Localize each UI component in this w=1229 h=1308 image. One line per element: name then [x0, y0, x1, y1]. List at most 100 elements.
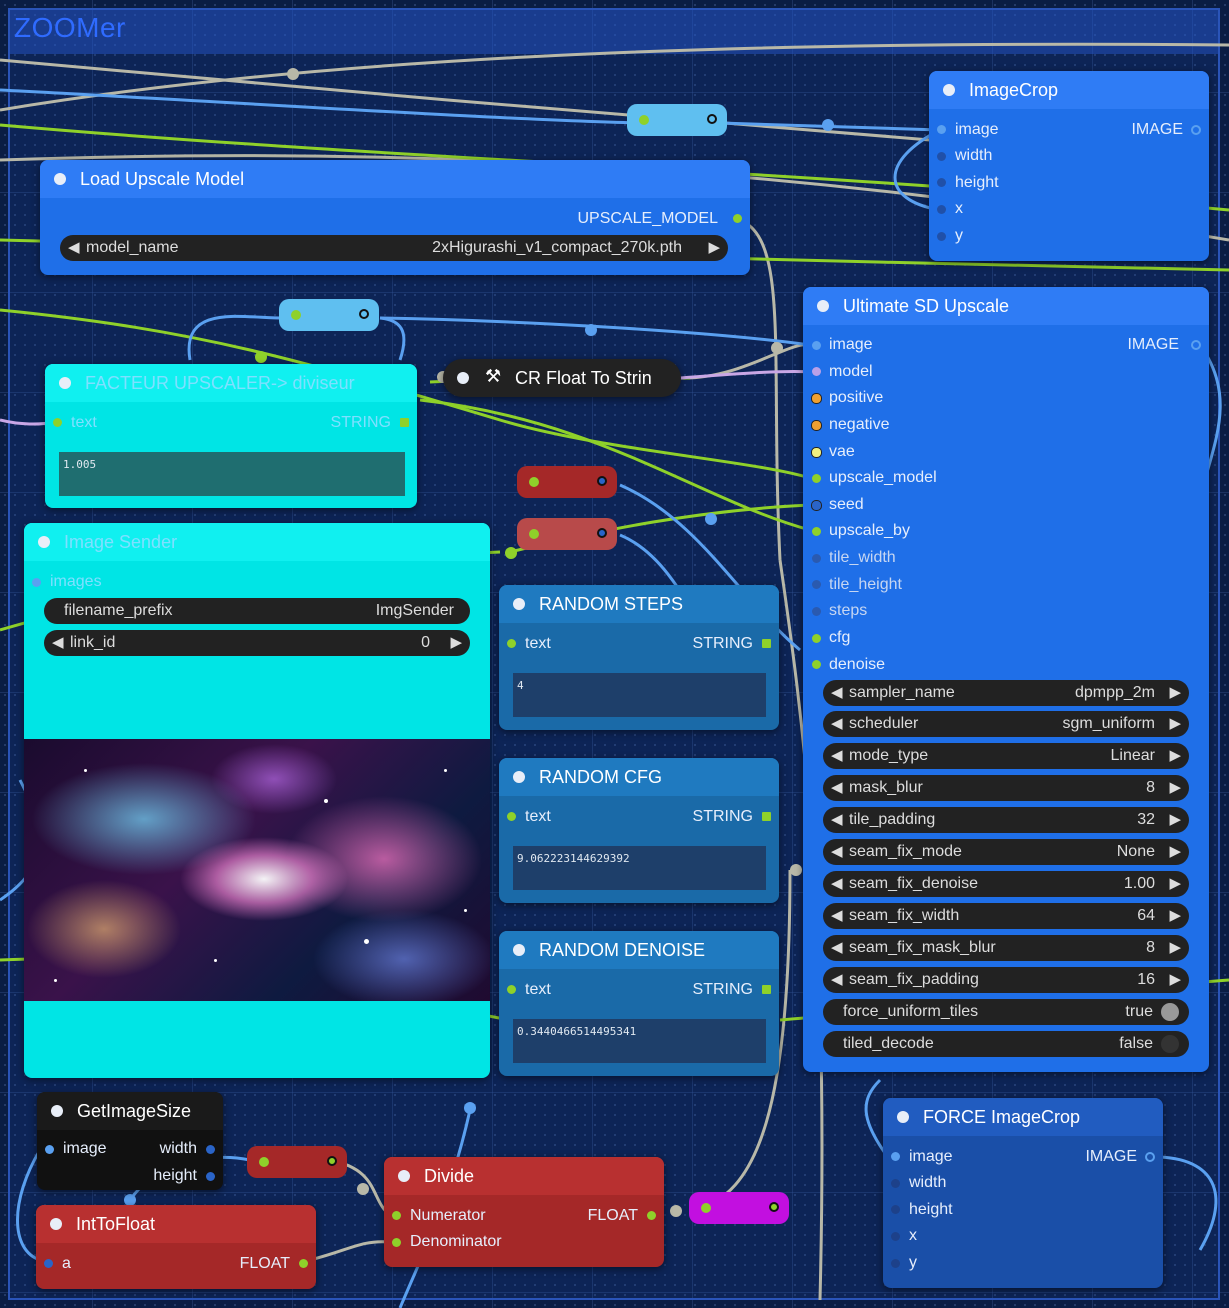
reroute-node[interactable]: [689, 1192, 789, 1224]
grid-icon[interactable]: [762, 639, 771, 648]
combo-right-arrow-icon[interactable]: ▶: [1169, 747, 1181, 764]
stepper-right-arrow-icon[interactable]: ▶: [1169, 907, 1181, 924]
stepper-right-arrow-icon[interactable]: ▶: [450, 634, 462, 651]
reroute-output-dot[interactable]: [359, 309, 369, 319]
reroute-node[interactable]: [517, 518, 617, 550]
reroute-node[interactable]: [627, 104, 727, 136]
node-random-denoise[interactable]: RANDOM DENOISE text STRING 0.34404665144…: [499, 931, 779, 1076]
text-value-box[interactable]: 9.062223144629392: [513, 846, 766, 890]
combo-left-arrow-icon[interactable]: ◀: [831, 843, 843, 860]
input-slot-dot[interactable]: [392, 1238, 401, 1247]
force-uniform-tiles-toggle[interactable]: force_uniform_tiles true: [823, 999, 1189, 1025]
node-title-bar[interactable]: RANDOM DENOISE: [499, 931, 779, 969]
toggle-knob[interactable]: [1161, 1035, 1179, 1053]
node-image-crop[interactable]: ImageCrop image width height x y IMAGE: [929, 71, 1209, 261]
node-title-bar[interactable]: ImageCrop: [929, 71, 1209, 109]
node-int-to-float[interactable]: IntToFloat a FLOAT: [36, 1205, 316, 1289]
stepper-left-arrow-icon[interactable]: ◀: [831, 875, 843, 892]
seam-fix-mode-combo[interactable]: ◀ seam_fix_mode None ▶: [823, 839, 1189, 865]
output-slot-dot[interactable]: [206, 1145, 215, 1154]
mode-type-combo[interactable]: ◀ mode_type Linear ▶: [823, 743, 1189, 769]
seam-fix-padding-stepper[interactable]: ◀ seam_fix_padding 16 ▶: [823, 967, 1189, 993]
node-random-steps[interactable]: RANDOM STEPS text STRING 4: [499, 585, 779, 730]
stepper-left-arrow-icon[interactable]: ◀: [52, 634, 64, 651]
input-slot-dot[interactable]: [812, 474, 821, 483]
output-slot-dot[interactable]: [1145, 1152, 1155, 1162]
input-slot-dot[interactable]: [507, 812, 516, 821]
input-slot-dot[interactable]: [937, 178, 946, 187]
reroute-input-dot[interactable]: [291, 310, 301, 320]
node-divide[interactable]: Divide Numerator Denominator FLOAT: [384, 1157, 664, 1267]
stepper-right-arrow-icon[interactable]: ▶: [1169, 875, 1181, 892]
reroute-output-dot[interactable]: [769, 1202, 779, 1212]
node-title-bar[interactable]: Image Sender: [24, 523, 490, 561]
input-slot-dot[interactable]: [811, 500, 822, 511]
output-slot-dot[interactable]: [1191, 340, 1201, 350]
node-cr-float-to-string[interactable]: ⚒ CR Float To Strin: [443, 359, 681, 397]
node-facteur-upscaler[interactable]: FACTEUR UPSCALER-> diviseur text STRING …: [45, 364, 417, 508]
input-slot-dot[interactable]: [812, 554, 821, 563]
stepper-left-arrow-icon[interactable]: ◀: [831, 779, 843, 796]
collapse-dot[interactable]: [943, 84, 955, 96]
input-slot-dot[interactable]: [53, 418, 62, 427]
tile-padding-stepper[interactable]: ◀ tile_padding 32 ▶: [823, 807, 1189, 833]
text-value-box[interactable]: 4: [513, 673, 766, 717]
node-image-sender[interactable]: Image Sender images filename_prefix ImgS…: [24, 523, 490, 1078]
reroute-output-dot[interactable]: [327, 1156, 337, 1166]
collapse-dot[interactable]: [54, 173, 66, 185]
input-slot-dot[interactable]: [507, 985, 516, 994]
input-slot-dot[interactable]: [507, 639, 516, 648]
collapse-dot[interactable]: [513, 598, 525, 610]
node-title-bar[interactable]: IntToFloat: [36, 1205, 316, 1243]
input-slot-dot[interactable]: [812, 341, 821, 350]
node-title-bar[interactable]: FACTEUR UPSCALER-> diviseur: [45, 364, 417, 402]
combo-left-arrow-icon[interactable]: ◀: [831, 715, 843, 732]
reroute-node[interactable]: [247, 1146, 347, 1178]
combo-right-arrow-icon[interactable]: ▶: [1169, 684, 1181, 701]
reroute-input-dot[interactable]: [639, 115, 649, 125]
collapse-dot[interactable]: [50, 1218, 62, 1230]
node-random-cfg[interactable]: RANDOM CFG text STRING 9.062223144629392: [499, 758, 779, 903]
collapse-dot[interactable]: [513, 944, 525, 956]
combo-right-arrow-icon[interactable]: ▶: [1169, 715, 1181, 732]
stepper-left-arrow-icon[interactable]: ◀: [831, 811, 843, 828]
reroute-output-dot[interactable]: [597, 528, 607, 538]
grid-icon[interactable]: [400, 418, 409, 427]
text-value-box[interactable]: 0.3440466514495341: [513, 1019, 766, 1063]
toggle-knob[interactable]: [1161, 1003, 1179, 1021]
output-slot-dot[interactable]: [733, 214, 742, 223]
seam-fix-mask-blur-stepper[interactable]: ◀ seam_fix_mask_blur 8 ▶: [823, 935, 1189, 961]
input-slot-dot[interactable]: [891, 1259, 900, 1268]
input-slot-dot[interactable]: [811, 393, 822, 404]
collapse-dot[interactable]: [398, 1170, 410, 1182]
stepper-right-arrow-icon[interactable]: ▶: [1169, 939, 1181, 956]
input-slot-dot[interactable]: [812, 367, 821, 376]
stepper-left-arrow-icon[interactable]: ◀: [831, 907, 843, 924]
combo-left-arrow-icon[interactable]: ◀: [68, 239, 80, 256]
input-slot-dot[interactable]: [937, 232, 946, 241]
combo-right-arrow-icon[interactable]: ▶: [1169, 843, 1181, 860]
collapse-dot[interactable]: [51, 1105, 63, 1117]
node-title-bar[interactable]: Load Upscale Model: [40, 160, 750, 198]
node-title-bar[interactable]: GetImageSize: [37, 1092, 223, 1130]
node-title-bar[interactable]: RANDOM CFG: [499, 758, 779, 796]
input-slot-dot[interactable]: [812, 607, 821, 616]
input-slot-dot[interactable]: [937, 205, 946, 214]
mask-blur-stepper[interactable]: ◀ mask_blur 8 ▶: [823, 775, 1189, 801]
input-slot-dot[interactable]: [937, 125, 946, 134]
link-id-stepper[interactable]: ◀ link_id 0 ▶: [44, 630, 470, 656]
stepper-right-arrow-icon[interactable]: ▶: [1169, 811, 1181, 828]
reroute-input-dot[interactable]: [529, 529, 539, 539]
input-slot-dot[interactable]: [891, 1152, 900, 1161]
node-force-image-crop[interactable]: FORCE ImageCrop image width height x y I…: [883, 1098, 1163, 1288]
group-title-bar[interactable]: [10, 10, 1218, 54]
filename-prefix-field[interactable]: filename_prefix ImgSender: [44, 598, 470, 624]
input-slot-dot[interactable]: [812, 660, 821, 669]
node-load-upscale-model[interactable]: Load Upscale Model UPSCALE_MODEL ◀ model…: [40, 160, 750, 275]
reroute-input-dot[interactable]: [259, 1157, 269, 1167]
text-value-box[interactable]: 1.005: [59, 452, 405, 496]
node-title-bar[interactable]: RANDOM STEPS: [499, 585, 779, 623]
reroute-input-dot[interactable]: [529, 477, 539, 487]
collapse-dot[interactable]: [897, 1111, 909, 1123]
input-slot-dot[interactable]: [32, 578, 41, 587]
